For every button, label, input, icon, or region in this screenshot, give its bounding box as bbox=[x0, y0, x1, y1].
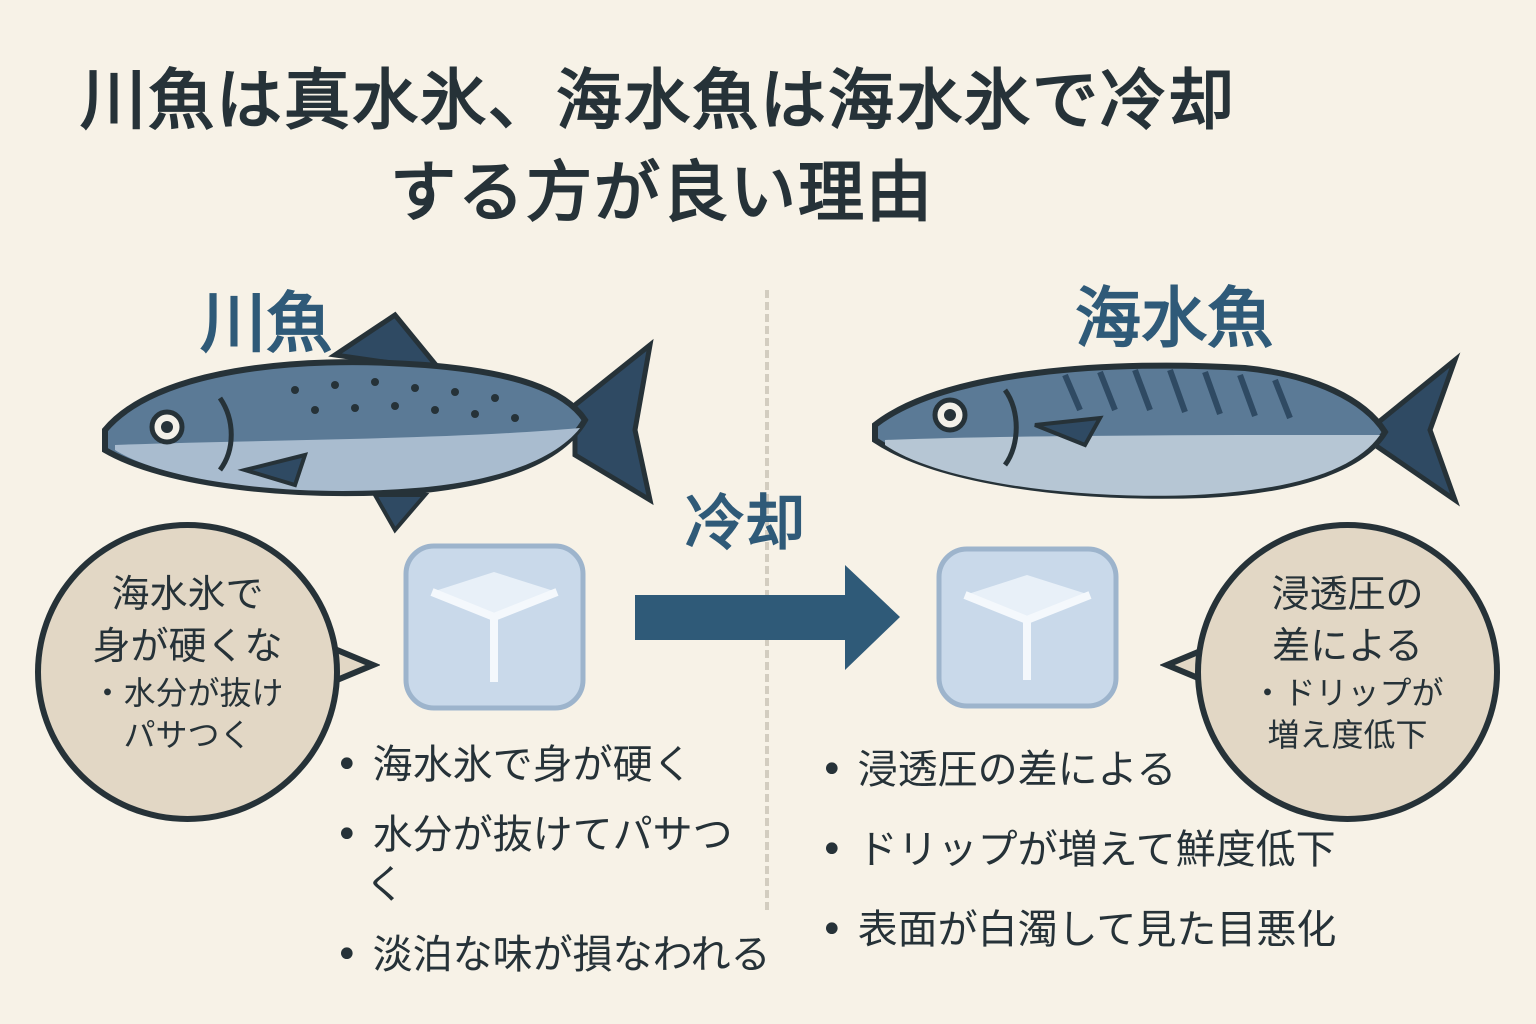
ice-cube-icon bbox=[403, 543, 586, 711]
cooling-label: 冷却 bbox=[685, 489, 805, 559]
bubble-text: ・ドリップが bbox=[1251, 674, 1444, 712]
river-fish-illustration bbox=[102, 311, 654, 534]
bubble-text: ・水分が抜け bbox=[91, 674, 284, 712]
ice-cube-icon bbox=[936, 546, 1119, 709]
bubble-text: 差による bbox=[1272, 624, 1423, 668]
bubble-text: 増え度低下 bbox=[1267, 716, 1428, 754]
bubble-text: 身が硬くな bbox=[92, 624, 283, 668]
list-item: •表面が白濁して見た目悪化 bbox=[820, 907, 1337, 953]
bubble-text: パサつく bbox=[123, 716, 252, 754]
sea-bullet-list: •浸透圧の差による •ドリップが増えて鮮度低下 •表面が白濁して見た目悪化 bbox=[820, 740, 1420, 980]
bubble-text: 海水氷で bbox=[111, 572, 264, 616]
bubble-text: 浸透圧の bbox=[1271, 572, 1424, 616]
list-item: •海水氷で身が硬く bbox=[335, 742, 693, 788]
title-line-2: する方が良い理由 bbox=[390, 154, 934, 231]
arrow-right-icon bbox=[635, 565, 900, 670]
list-item: •淡泊な味が損なわれる bbox=[335, 932, 771, 978]
river-speech-bubble: 海水氷で 身が硬くな ・水分が抜け パサつく bbox=[35, 522, 340, 822]
list-item: •浸透圧の差による bbox=[820, 747, 1177, 793]
list-item: •水分が抜けてパサつく bbox=[335, 812, 733, 908]
title-line-1: 川魚は真水氷、海水魚は海水氷で冷却 bbox=[80, 62, 1236, 139]
river-fish-label: 川魚 bbox=[200, 285, 332, 362]
sea-speech-bubble: 浸透圧の 差による ・ドリップが 増え度低下 bbox=[1195, 522, 1500, 822]
list-item: •ドリップが増えて鮮度低下 bbox=[820, 827, 1336, 873]
sea-fish-label: 海水魚 bbox=[1075, 280, 1273, 357]
sea-fish-illustration bbox=[872, 352, 1461, 507]
page-title: 川魚は真水氷、海水魚は海水氷で冷却 する方が良い理由 bbox=[80, 55, 1236, 239]
river-bullet-list: •海水氷で身が硬く •水分が抜けてパサつく •淡泊な味が損なわれる bbox=[335, 740, 771, 1000]
